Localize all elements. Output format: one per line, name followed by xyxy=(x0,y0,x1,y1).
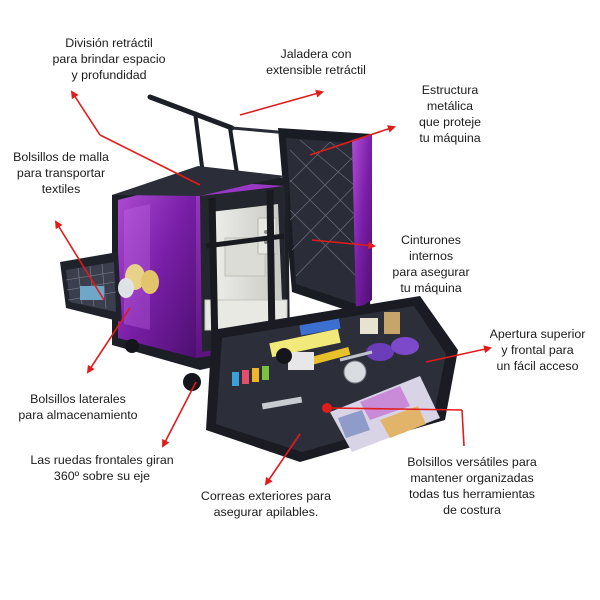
front-panel-open xyxy=(206,296,458,462)
internal-belts xyxy=(205,189,285,351)
open-lid xyxy=(278,128,372,318)
wheels xyxy=(125,339,292,391)
label-retractable-divider: División retráctil para brindar espacio … xyxy=(52,36,166,82)
side-mesh-pocket xyxy=(60,252,159,322)
label-metal-frame: Estructura metálica que proteje tu máqui… xyxy=(418,83,481,145)
versatile-pockets-marker xyxy=(322,403,332,413)
label-mesh-pockets: Bolsillos de malla para transportar text… xyxy=(13,150,109,196)
label-retractable-handle: Jaladera con extensible retráctil xyxy=(266,47,366,77)
label-side-pockets: Bolsillos laterales para almacenamiento xyxy=(18,392,138,422)
label-exterior-straps: Correas exteriores para asegurar apilabl… xyxy=(200,489,332,519)
label-top-front-opening: Apertura superior y frontal para un fáci… xyxy=(489,327,586,373)
label-front-wheels: Las ruedas frontales giran 360º sobre su… xyxy=(30,453,174,483)
callout-arrows xyxy=(54,89,492,486)
label-versatile-pockets: Bolsillos versátiles para mantener organ… xyxy=(407,455,537,517)
label-internal-belts: Cinturones internos para asegurar tu máq… xyxy=(392,233,470,295)
